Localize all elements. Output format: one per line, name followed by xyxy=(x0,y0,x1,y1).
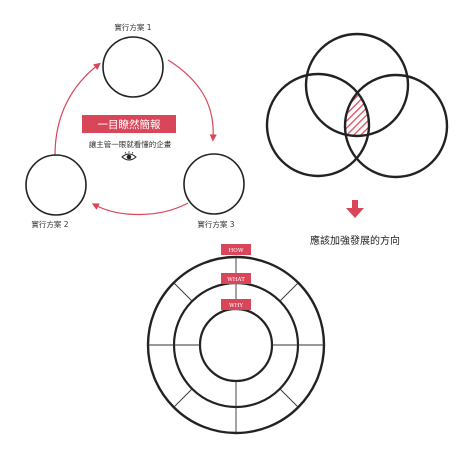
venn-circle-top xyxy=(304,32,410,138)
venn-diagram: 應該加強發展的方向 xyxy=(265,32,449,247)
tag-how: HOW xyxy=(221,244,251,255)
plan-3-label: 實行方案 3 xyxy=(197,219,234,229)
outer-band-dividers xyxy=(148,257,324,433)
banner-box xyxy=(82,115,176,133)
tag-how-label: HOW xyxy=(229,248,244,254)
banner-title: 一目瞭然簡報 xyxy=(98,118,161,131)
ring-diagram: HOW WHAT WHY xyxy=(146,244,326,435)
venn-circle-left xyxy=(265,72,371,178)
ring-inner xyxy=(198,307,274,383)
tag-why-label: WHY xyxy=(229,303,243,309)
down-arrow-icon xyxy=(346,200,364,218)
tag-what: WHAT xyxy=(221,273,251,284)
cycle-diagram: 實行方案 1 實行方案 2 實行方案 3 一目瞭然簡報 讓主管一眼就看懂的企畫 xyxy=(25,22,245,229)
tag-why: WHY xyxy=(221,299,251,310)
cycle-arrow-2-to-1 xyxy=(54,62,101,156)
plan-2-label: 實行方案 2 xyxy=(31,219,68,229)
plan-3-circle xyxy=(183,153,245,215)
eye-icon xyxy=(121,151,137,161)
banner-subtitle: 讓主管一眼就看懂的企畫 xyxy=(89,139,172,149)
plan-1-label: 實行方案 1 xyxy=(114,22,151,32)
plan-1-circle xyxy=(102,36,164,98)
cycle-arrow-3-to-2 xyxy=(91,202,189,216)
cycle-arrow-1-to-3 xyxy=(167,59,217,142)
venn-circle-right xyxy=(343,73,449,179)
tag-what-label: WHAT xyxy=(227,277,245,283)
venn-caption: 應該加強發展的方向 xyxy=(310,234,400,247)
plan-2-circle xyxy=(25,154,87,216)
